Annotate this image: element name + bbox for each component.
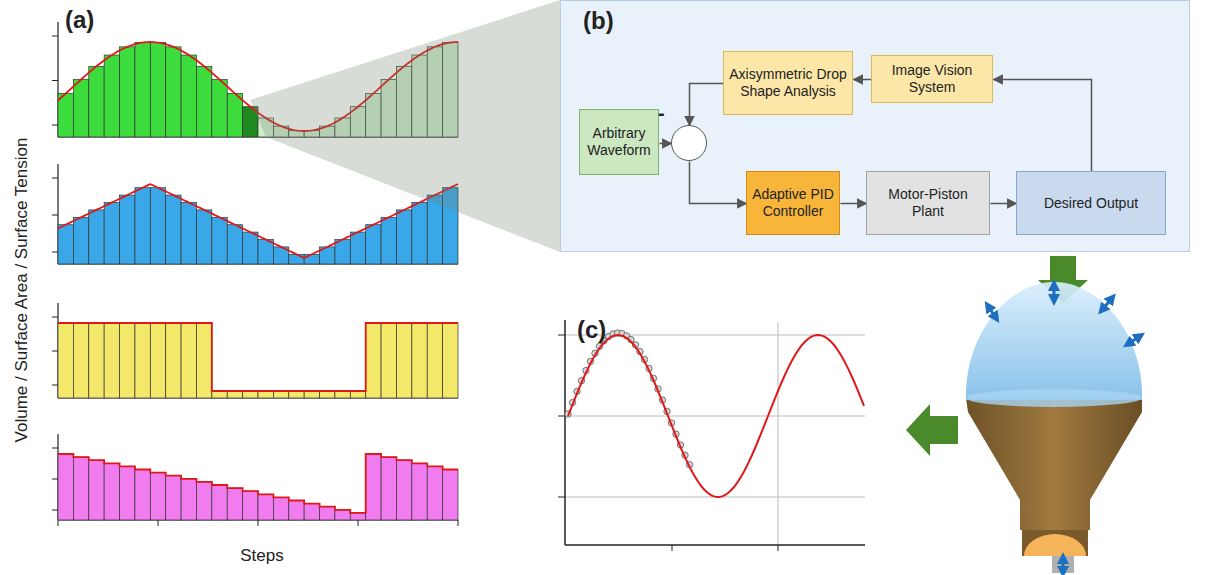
process-box: Image Vision System	[871, 55, 993, 103]
signal-arrow	[689, 161, 746, 203]
panel-box: (b) Arbitrary Waveform- Adaptive PID Contr…	[560, 0, 1190, 252]
panel-label: (a)	[65, 6, 94, 34]
box-label: Arbitrary Waveform	[580, 125, 658, 159]
axis-title: Volume / Surface Area / Surface Tension	[12, 138, 32, 443]
signal-arrow	[993, 79, 1091, 171]
box-label: Desired Output	[1039, 195, 1143, 212]
box-label: Motor-Piston Plant	[867, 186, 989, 220]
box-label: Image Vision System	[872, 62, 992, 96]
signal-arrow	[990, 202, 1016, 204]
signal-arrow	[853, 78, 871, 80]
axis-title: Steps	[240, 546, 283, 566]
process-box: Adaptive PID Controller	[746, 171, 840, 235]
pendant-drop	[966, 282, 1142, 573]
signal-arrow	[659, 142, 671, 144]
box-label: Axisymmetric Drop Shape Analysis	[724, 66, 852, 100]
panel-label: (b)	[583, 7, 614, 35]
process-box: Motor-Piston Plant	[866, 171, 990, 235]
sign-label: -	[658, 102, 665, 125]
panel-label: (c)	[577, 316, 606, 344]
signal-arrow	[840, 202, 866, 204]
process-box: Desired Output	[1016, 171, 1166, 235]
signal-arrow	[689, 83, 723, 125]
summing-junction: -	[671, 125, 707, 161]
box-label: Adaptive PID Controller	[747, 186, 839, 220]
zoom-wedge	[250, 0, 560, 252]
sine-chart	[558, 320, 865, 551]
process-box: Axisymmetric Drop Shape Analysis	[723, 51, 853, 115]
process-box: Arbitrary Waveform	[579, 109, 659, 175]
